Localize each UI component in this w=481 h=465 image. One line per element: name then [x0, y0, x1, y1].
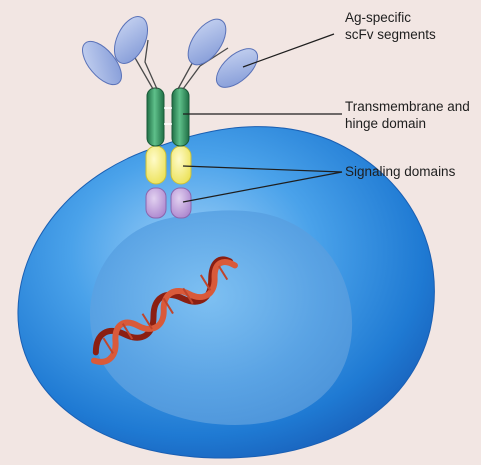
nucleus-body	[90, 210, 353, 425]
signaling-label: Signaling domains	[345, 163, 455, 180]
leader-lines	[182, 33, 343, 203]
scfv-label-line1: Ag-specific	[345, 10, 412, 25]
scfv-segments	[82, 16, 259, 90]
dna-double-helix-icon	[90, 256, 238, 365]
dna-strand-front	[90, 259, 238, 365]
scfv-leader-line	[242, 33, 335, 68]
scfv-right-outer	[215, 48, 259, 88]
scfv-right-inner	[187, 18, 227, 66]
scfv-label: Ag-specific scFv segments	[345, 9, 436, 43]
dna-strand-back	[92, 256, 234, 356]
transmembrane-label-line2: hinge domain	[345, 116, 427, 131]
nucleus	[90, 210, 353, 425]
signaling-label-text: Signaling domains	[345, 164, 456, 179]
transmembrane-hinge-domain	[146, 87, 190, 147]
dna-base-pairs	[102, 265, 229, 354]
scfv-left-outer	[82, 40, 122, 86]
scfv-left-inner	[113, 16, 149, 64]
signaling-leader-line-upper	[182, 165, 343, 173]
scfv-label-line2: scFv segments	[345, 27, 436, 42]
transmembrane-label-line1: Transmembrane and	[345, 99, 470, 114]
signaling-domain-lower	[145, 187, 192, 219]
transmembrane-label: Transmembrane and hinge domain	[345, 98, 470, 132]
signaling-leader-line-lower	[182, 171, 343, 203]
